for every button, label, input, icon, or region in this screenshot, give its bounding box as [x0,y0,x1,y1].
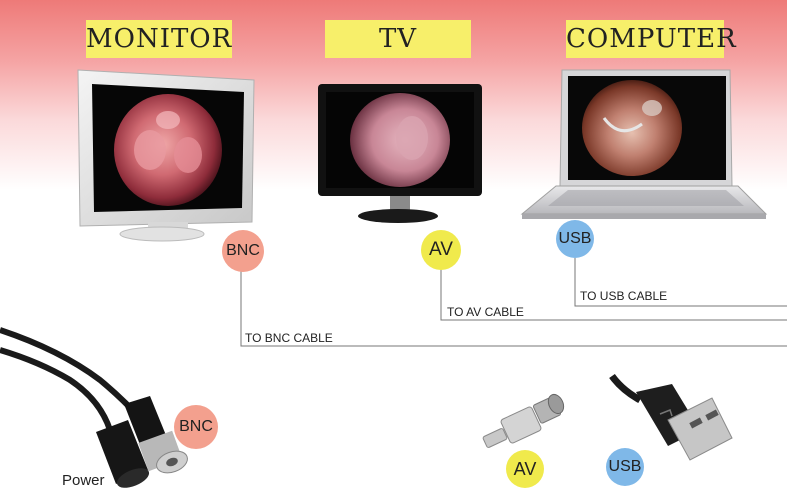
connection-lines [240,258,787,347]
bnc-to-av-adapter [482,393,565,448]
tv-device [318,84,482,223]
bnc-badge-bottom: BNC [174,405,218,449]
av-cable-label: TO AV CABLE [447,305,524,319]
computer-header: COMPUTER [566,20,736,58]
power-label: Power [62,472,105,489]
monitor-device [77,69,255,242]
usb-cable [609,373,733,461]
av-badge-bottom: AV [506,450,544,488]
tv-header: TV [325,20,471,58]
bnc-cable-label: TO BNC CABLE [245,331,333,345]
usb-cable-label: TO USB CABLE [580,289,668,303]
bnc-badge-top: BNC [222,230,264,272]
usb-badge-bottom: USB [606,448,644,486]
monitor-header: MONITOR [86,20,232,58]
bnc-power-cable [0,327,188,488]
laptop-device [520,69,768,219]
power-jack [96,420,150,488]
bnc-connector [124,396,188,474]
usb-badge-top: USB [556,220,594,258]
av-badge-top: AV [421,230,461,270]
monitor-screen-image [114,94,222,206]
